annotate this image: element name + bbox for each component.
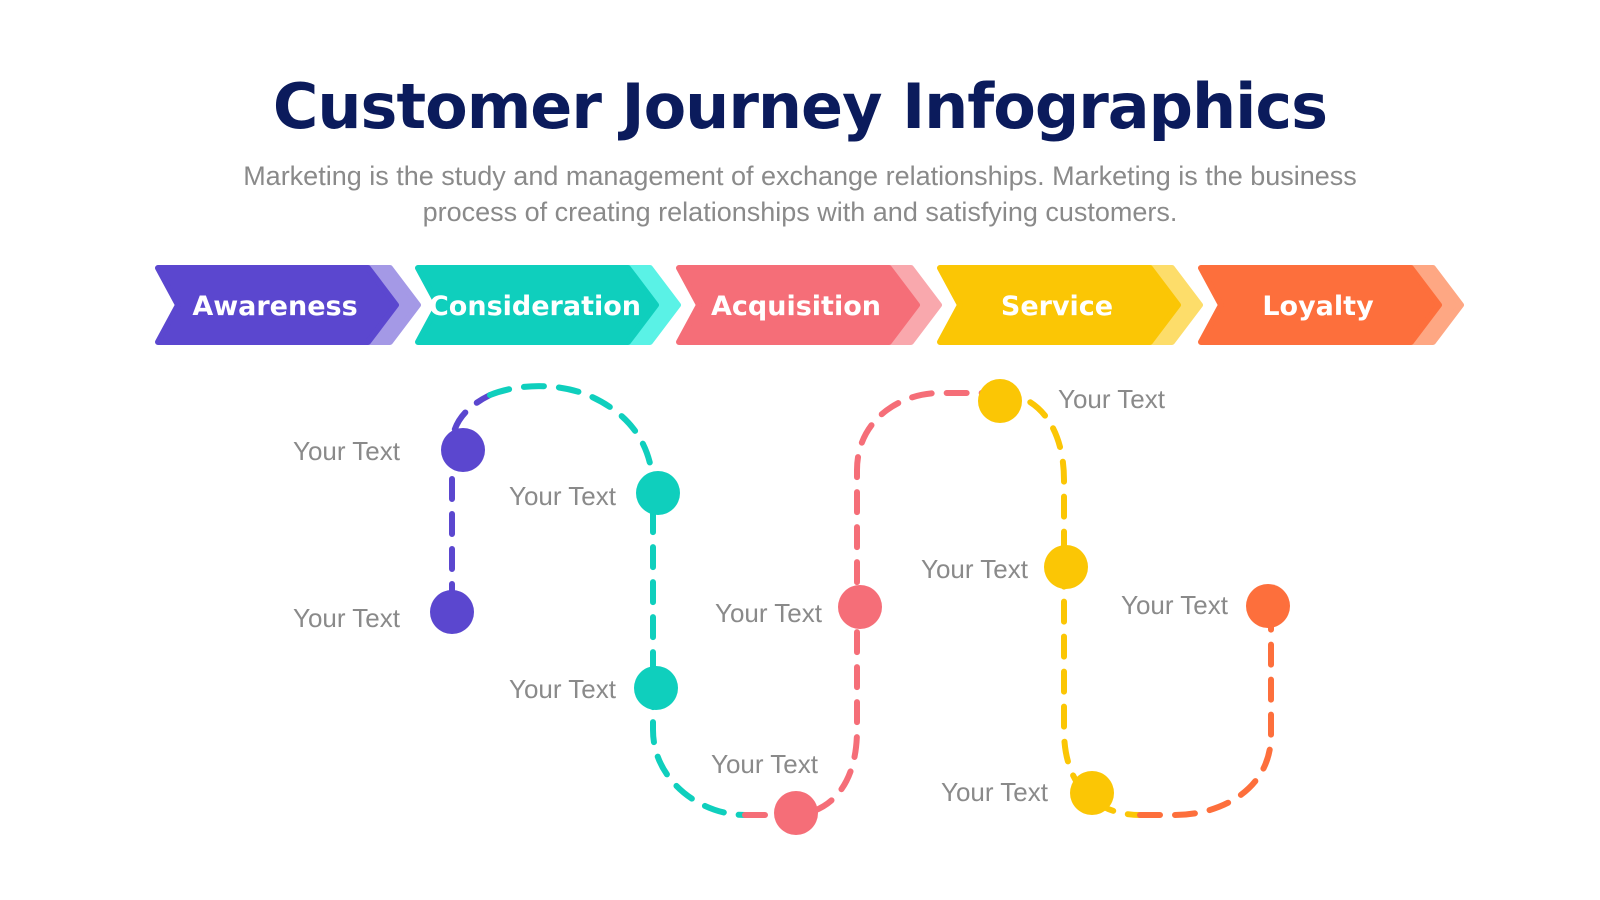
node-dot [1246, 584, 1290, 628]
journey-path-awareness [449, 392, 493, 607]
journey-node: Your Text [978, 379, 1166, 423]
stage-chevron [155, 265, 399, 345]
journey-path-loyalty [1137, 605, 1274, 818]
node-dot [636, 471, 680, 515]
node-dot [774, 791, 818, 835]
stage-label: Acquisition [711, 291, 881, 322]
journey-node: Your Text [293, 428, 485, 472]
node-dot [430, 590, 474, 634]
journey-path-consideration [487, 383, 748, 818]
stage-consideration: Consideration [415, 265, 681, 345]
node-label: Your Text [509, 674, 617, 704]
node-dot [838, 585, 882, 629]
stage-label: Loyalty [1262, 291, 1374, 322]
node-dot [634, 666, 678, 710]
stage-service: Service [937, 265, 1203, 345]
stage-banner: Awareness Consideration Acquisition Service… [155, 265, 1464, 345]
node-label: Your Text [711, 749, 819, 779]
journey-node: Your Text [509, 471, 680, 515]
stage-awareness: Awareness [155, 265, 421, 345]
page-title: Customer Journey Infographics [272, 70, 1328, 143]
page-subtitle: Marketing is the study and management of… [243, 161, 1357, 227]
node-label: Your Text [921, 554, 1029, 584]
journey-node: Your Text [941, 771, 1114, 815]
node-label: Your Text [941, 777, 1049, 807]
journey-node: Your Text [921, 545, 1088, 589]
stage-acquisition: Acquisition [676, 265, 942, 345]
stage-chevron [937, 265, 1181, 345]
stage-chevron [415, 265, 659, 345]
node-label: Your Text [293, 436, 401, 466]
node-label: Your Text [1058, 384, 1166, 414]
node-label: Your Text [293, 603, 401, 633]
stage-loyalty: Loyalty [1198, 265, 1464, 345]
node-dot [1044, 545, 1088, 589]
node-label: Your Text [715, 598, 823, 628]
node-label: Your Text [509, 481, 617, 511]
node-label: Your Text [1121, 590, 1229, 620]
journey-path-service [994, 390, 1143, 818]
journey-node: Your Text [715, 585, 882, 629]
stage-label: Service [1001, 291, 1113, 322]
node-dot [1070, 771, 1114, 815]
stage-label: Awareness [192, 291, 357, 322]
stage-label: Consideration [429, 291, 641, 322]
journey-node: Your Text [1121, 584, 1290, 628]
node-dot [978, 379, 1022, 423]
stage-chevron [676, 265, 920, 345]
node-dot [441, 428, 485, 472]
journey-node: Your Text [509, 666, 678, 710]
journey-node: Your Text [711, 749, 819, 835]
stage-chevron [1198, 265, 1442, 345]
journey-node: Your Text [293, 590, 474, 634]
